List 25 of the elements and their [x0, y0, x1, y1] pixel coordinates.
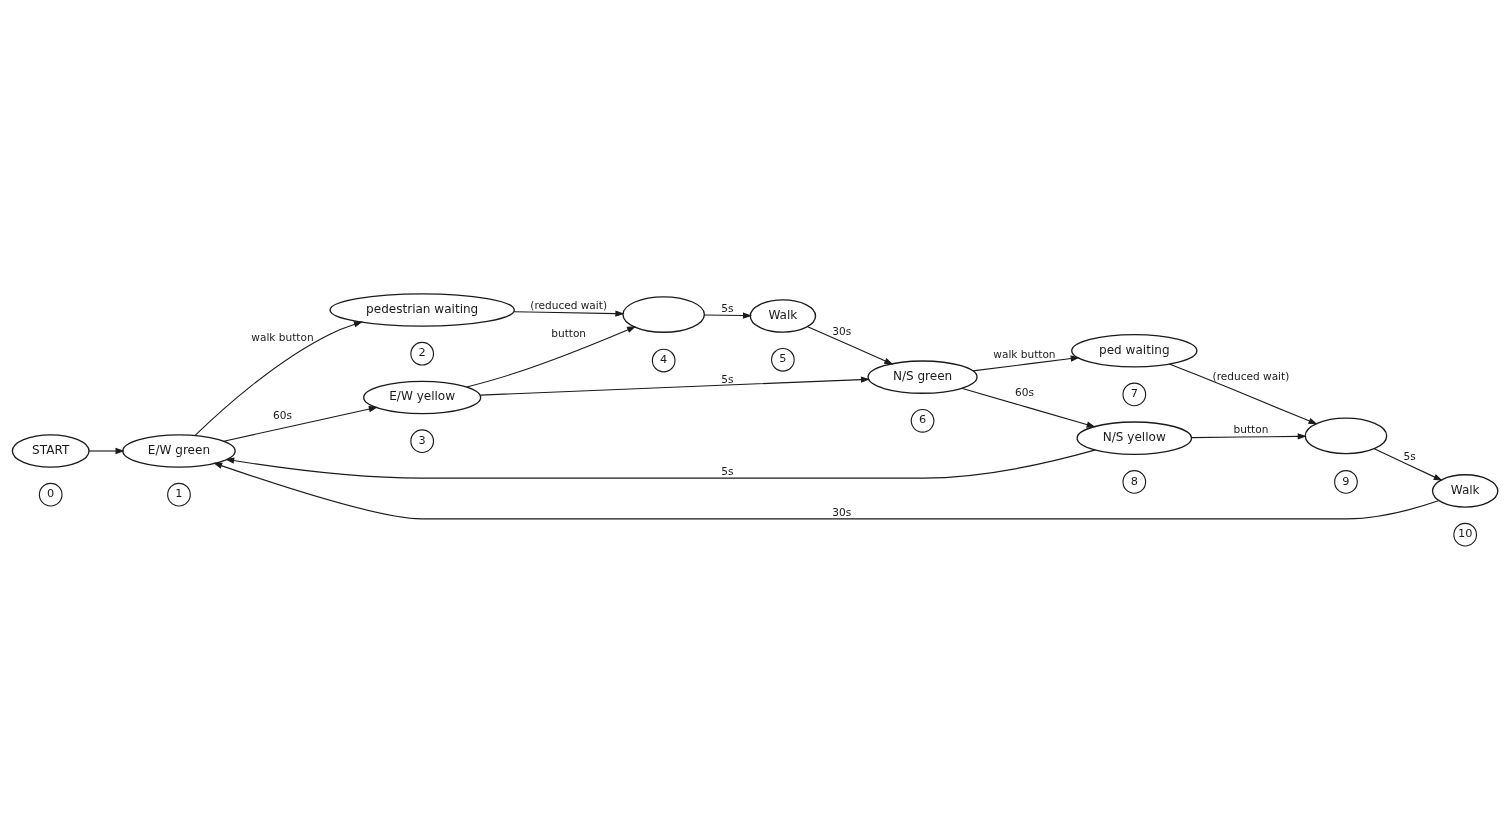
- edge-label: 5s: [721, 301, 734, 314]
- edge-label: (reduced wait): [1212, 369, 1290, 382]
- edge-label: 30s: [832, 505, 852, 518]
- edge-label: 60s: [272, 408, 292, 421]
- node-label: 10: [1457, 526, 1473, 540]
- node-label: 3: [418, 433, 426, 447]
- node-label: 2: [418, 345, 426, 359]
- edge-label: 5s: [1403, 449, 1416, 462]
- node-label: 4: [660, 352, 668, 366]
- edge-label: 30s: [832, 324, 852, 337]
- node-label: 8: [1130, 474, 1138, 488]
- edge-label: (reduced wait): [530, 298, 608, 311]
- node-label: 5: [779, 351, 787, 365]
- edge-label: 60s: [1014, 385, 1034, 398]
- edge-label: button: [551, 326, 587, 339]
- node-label: 6: [918, 412, 927, 426]
- edge-label: button: [1233, 422, 1269, 435]
- edge-label: walk button: [993, 347, 1056, 360]
- node-label: 0: [47, 486, 55, 500]
- edge-label: 5s: [721, 372, 734, 385]
- edge-label: 5s: [721, 464, 734, 477]
- node-label: 1: [175, 486, 183, 500]
- node-label: 7: [1130, 386, 1138, 400]
- node-label: 9: [1342, 474, 1350, 488]
- edge-label: walk button: [251, 330, 314, 343]
